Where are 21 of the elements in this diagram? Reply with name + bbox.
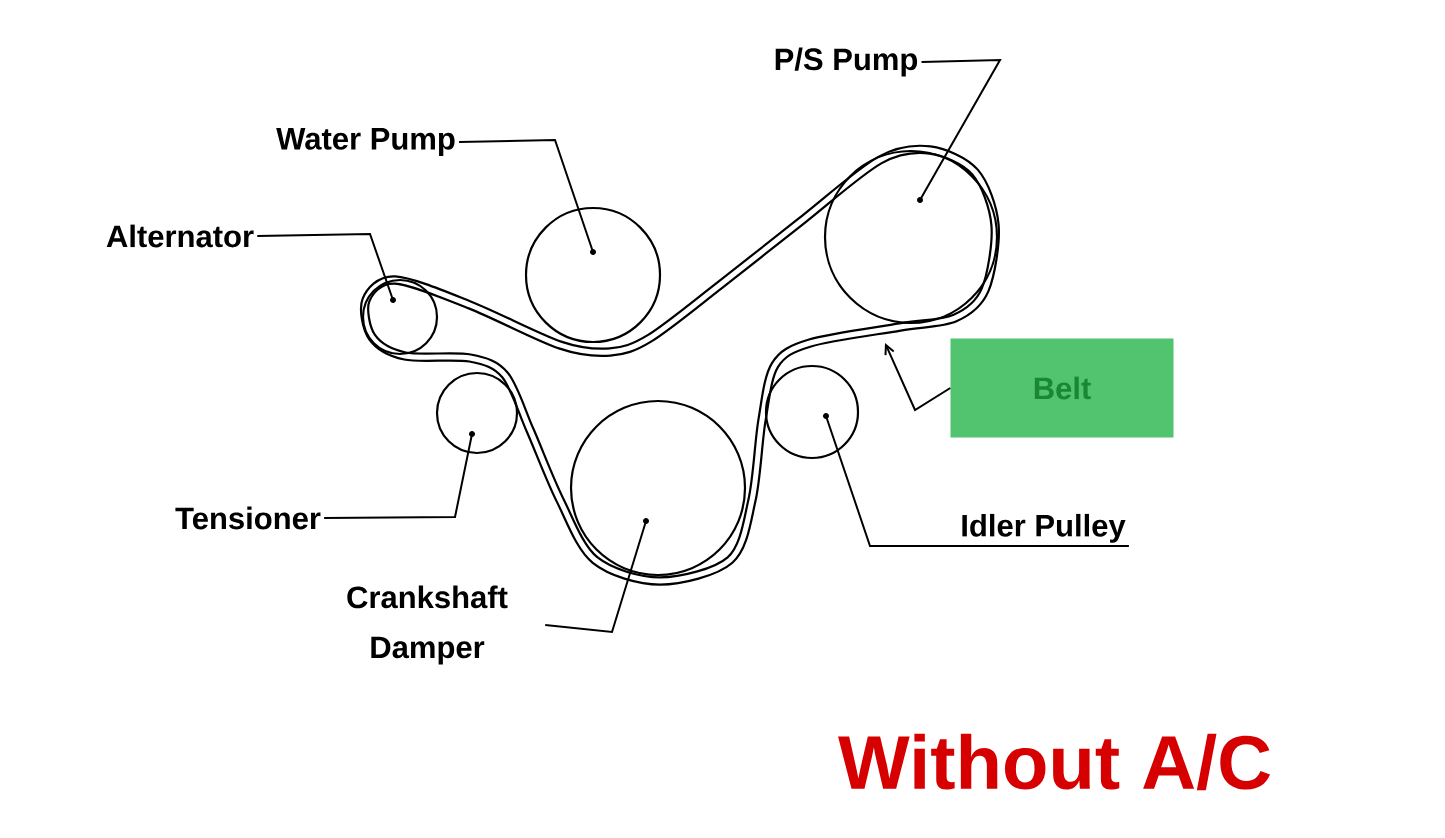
part-label: Tensioner (175, 506, 321, 530)
pulley (435, 371, 519, 455)
leader-line (919, 58, 1002, 201)
leader-line (458, 139, 594, 253)
leader-line (884, 343, 952, 412)
leader-line (323, 433, 473, 519)
pulley (524, 206, 662, 344)
pulley (569, 399, 747, 577)
part-label: Water Pump (276, 128, 455, 156)
leader-line (825, 415, 1130, 547)
part-label: P/S Pump (775, 47, 918, 77)
part-label: Alternator (106, 224, 254, 248)
label-box: Belt (950, 338, 1174, 438)
pulley (361, 278, 439, 356)
pulley (764, 364, 860, 460)
title: Without A/C (838, 733, 1270, 791)
part-label: Crankshaft Damper (347, 585, 508, 665)
part-label: Idler Pulley (962, 513, 1126, 543)
leader-line (256, 233, 394, 301)
pulley (823, 149, 999, 325)
leader-line (544, 520, 647, 634)
